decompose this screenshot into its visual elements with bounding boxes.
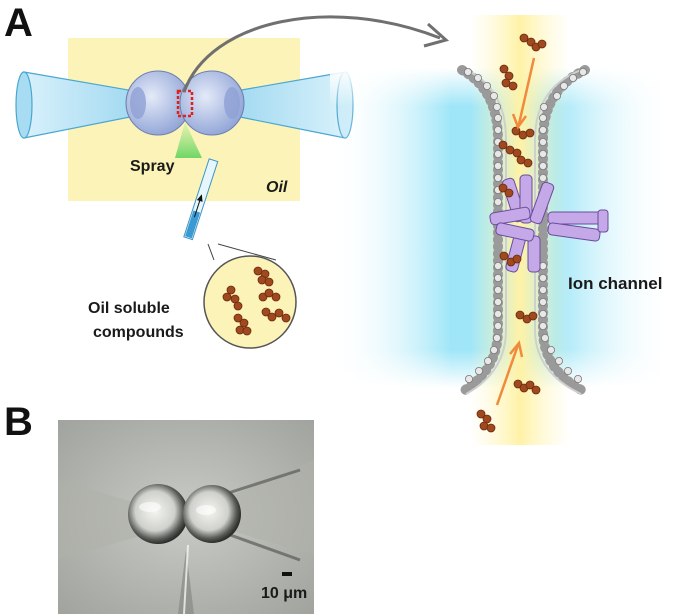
left-pipette [15,71,141,139]
flow-arrow-bottom [495,344,520,406]
compound-molecules-zoom [222,266,291,336]
flow-arrow-top [517,57,536,125]
compounds-label-line2: compounds [93,324,184,341]
micrograph-droplet-left [128,484,188,544]
panel-label-a: A [4,1,33,45]
panel-label-b: B [4,400,33,444]
spray-label: Spray [130,158,175,175]
zoom-line-left [207,243,215,261]
zoom-line-right [217,243,277,261]
spray-cone [175,122,202,158]
oil-label: Oil [266,179,288,196]
scale-bar [282,572,292,576]
zoom-arrow [182,15,441,93]
ion-channel-label: Ion channel [568,274,663,293]
membrane-diagram [330,15,675,445]
micrograph-photo [58,420,314,615]
spray-needle [183,158,219,241]
compounds-label-line1: Oil soluble [88,300,170,317]
scale-bar-label: 10 μm [261,585,308,602]
compound-molecules-membrane [476,33,547,433]
right-droplet [179,70,245,136]
compound-zoom-circle [203,255,297,349]
